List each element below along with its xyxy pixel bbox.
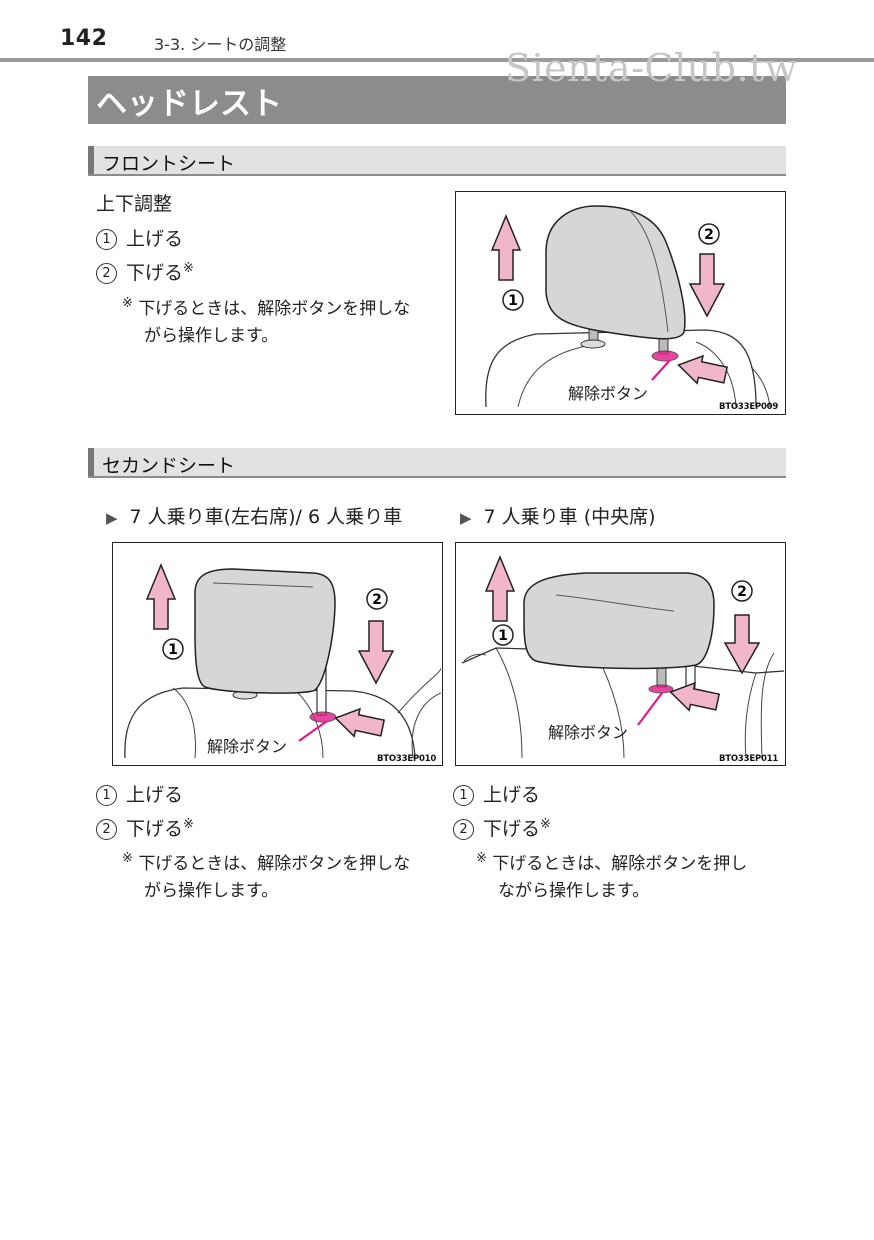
asterisk-mark: ※ — [122, 296, 133, 311]
section-marker — [88, 146, 94, 174]
figure-num-1: 1 — [498, 628, 508, 644]
asterisk-mark: ※ — [476, 851, 487, 866]
asterisk-mark: ※ — [183, 817, 194, 832]
release-button-label: 解除ボタン — [568, 384, 649, 403]
triangle-bullet-icon: ▶ — [460, 509, 472, 527]
figure-num-2: 2 — [372, 592, 382, 608]
item-label: 下げる — [126, 818, 184, 840]
second-left-headrest-figure: 1 2 解除ボタン BTO33EP010 — [112, 542, 443, 766]
adjust-heading: 上下調整 — [96, 193, 173, 215]
number-badge: 1 — [96, 785, 117, 806]
right-item-raise: 1 上げる — [453, 780, 540, 807]
second-right-headrest-figure: 1 2 解除ボタン BTO33EP011 — [455, 542, 786, 766]
chapter-title: 3-3. シートの調整 — [154, 35, 287, 54]
asterisk-mark: ※ — [540, 817, 551, 832]
header-rule — [0, 58, 874, 62]
item-label: 下げる — [126, 262, 184, 284]
left-note: ※ 下げるときは、解除ボタンを押しな がら操作します。 — [122, 845, 410, 905]
figure-num-1: 1 — [168, 642, 178, 658]
note-line-1: 下げるときは、解除ボタンを押しな — [138, 854, 411, 874]
right-item-lower: 2 下げる※ — [453, 814, 551, 841]
number-badge: 2 — [96, 263, 117, 284]
front-headrest-figure: 1 2 解除ボタン BTO33EP009 — [455, 191, 786, 415]
item-label: 上げる — [126, 228, 184, 250]
headrest-illustration: 1 2 — [461, 555, 784, 759]
figure-num-2: 2 — [704, 227, 714, 243]
front-item-raise: 1 上げる — [96, 224, 183, 251]
asterisk-mark: ※ — [183, 261, 194, 276]
figure-num-2: 2 — [737, 584, 747, 600]
item-label: 下げる — [483, 818, 541, 840]
headrest-illustration: 1 2 — [485, 205, 771, 408]
triangle-bullet-icon: ▶ — [106, 509, 118, 527]
front-seat-section-bar: フロントシート — [88, 146, 786, 176]
item-label: 上げる — [483, 784, 541, 806]
right-note: ※ 下げるときは、解除ボタンを押し ながら操作します。 — [476, 845, 747, 905]
section-marker — [88, 448, 94, 476]
release-button-label: 解除ボタン — [207, 737, 288, 756]
note-line-2: がら操作します。 — [144, 326, 279, 346]
item-label: 上げる — [126, 784, 184, 806]
number-badge: 2 — [453, 819, 474, 840]
front-item-lower: 2 下げる※ — [96, 258, 194, 285]
number-badge: 1 — [96, 229, 117, 250]
second-right-heading: ▶ 7 人乗り車 (中央席) — [460, 502, 656, 529]
section-title-front: フロントシート — [102, 153, 236, 175]
note-line-1: 下げるときは、解除ボタンを押し — [492, 854, 748, 874]
figure-code: BTO33EP009 — [719, 402, 779, 412]
note-line-1: 下げるときは、解除ボタンを押しな — [138, 299, 411, 319]
title-bar — [88, 76, 786, 124]
asterisk-mark: ※ — [122, 851, 133, 866]
note-line-2: ながら操作します。 — [498, 881, 650, 901]
note-line-2: がら操作します。 — [144, 881, 279, 901]
figure-code: BTO33EP011 — [719, 754, 779, 764]
release-button-label: 解除ボタン — [548, 723, 629, 742]
left-item-lower: 2 下げる※ — [96, 814, 194, 841]
page-title: ヘッドレスト — [96, 86, 282, 122]
figure-code: BTO33EP010 — [377, 754, 437, 764]
page-number: 142 — [60, 26, 108, 51]
second-left-heading: ▶ 7 人乗り車(左右席)/ 6 人乗り車 — [106, 502, 402, 529]
headrest-illustration: 1 2 — [124, 563, 441, 759]
second-seat-section-bar: セカンドシート — [88, 448, 786, 478]
left-item-raise: 1 上げる — [96, 780, 183, 807]
heading-text: 7 人乗り車(左右席)/ 6 人乗り車 — [129, 506, 403, 528]
section-title-second: セカンドシート — [102, 455, 236, 477]
number-badge: 2 — [96, 819, 117, 840]
front-note: ※ 下げるときは、解除ボタンを押しな がら操作します。 — [122, 290, 410, 350]
heading-text: 7 人乗り車 (中央席) — [483, 506, 656, 528]
watermark: Sienta-Club.tw — [505, 46, 798, 90]
figure-num-1: 1 — [508, 293, 518, 309]
number-badge: 1 — [453, 785, 474, 806]
